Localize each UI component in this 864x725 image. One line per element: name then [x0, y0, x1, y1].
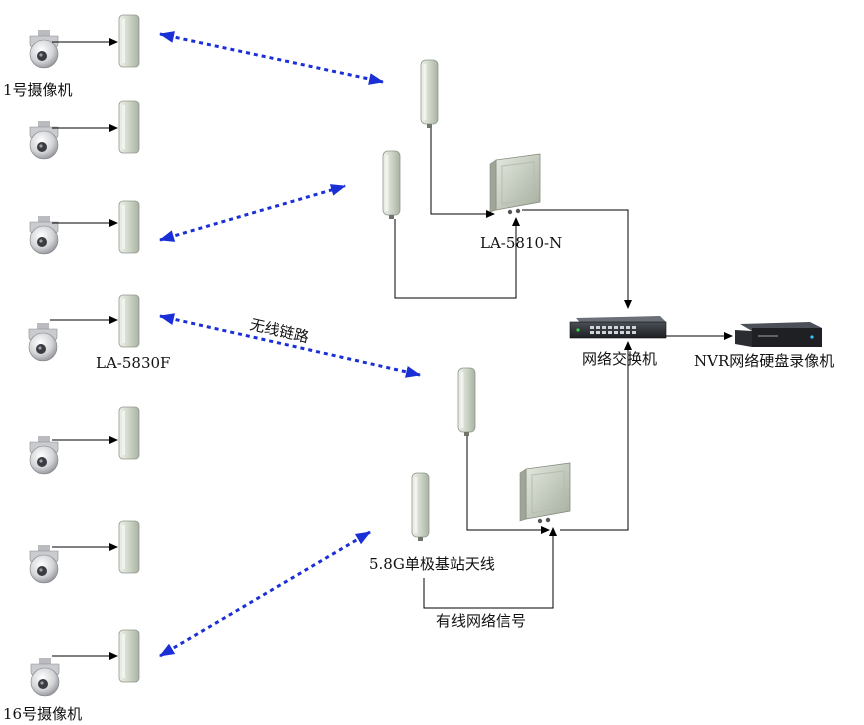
wireless-link-arrow — [159, 31, 384, 85]
antenna-cable — [423, 527, 557, 609]
cpe-panel-icon — [118, 294, 140, 348]
antenna-cable — [430, 128, 495, 218]
camera-row-3 — [29, 200, 140, 255]
switch-label: 网络交换机 — [582, 350, 657, 368]
lower-base-station — [411, 341, 632, 609]
camera-icon — [29, 435, 59, 475]
base-station-radio-icon — [489, 153, 541, 215]
camera-row-6 — [29, 520, 140, 584]
camera-row-4 — [28, 294, 140, 362]
camera-icon — [29, 215, 59, 255]
camera-icon — [29, 544, 59, 584]
nvr-label: NVR网络硬盘录像机 — [694, 352, 834, 370]
camera-row-1 — [29, 14, 140, 69]
uplink-cable — [522, 209, 632, 309]
antenna-cable — [394, 217, 520, 299]
camera-label-last: 16号摄像机 — [3, 705, 82, 723]
wireless-link-arrow — [159, 184, 346, 242]
base-model-label: LA-5810-N — [480, 234, 562, 252]
cpe-panel-icon — [118, 629, 140, 683]
nvr-recorder — [735, 322, 822, 347]
base-station-radio-icon — [519, 462, 571, 524]
sector-antenna-icon — [382, 150, 401, 220]
wired-signal-label: 有线网络信号 — [436, 612, 526, 630]
camera-icon — [29, 29, 59, 69]
wireless-link-arrow — [159, 530, 371, 658]
camera-icon — [29, 120, 59, 160]
camera-label-first: 1号摄像机 — [3, 81, 73, 99]
sector-antenna-icon — [420, 59, 439, 129]
camera-icon — [28, 322, 58, 362]
cpe-panel-icon — [118, 100, 140, 154]
sector-antenna-icon — [457, 367, 476, 437]
upper-base-station — [382, 59, 632, 309]
sector-antenna-label: 5.8G单极基站天线 — [369, 555, 495, 573]
camera-row-5 — [29, 406, 140, 475]
camera-row-7 — [30, 629, 140, 697]
cpe-panel-icon — [118, 200, 140, 254]
sector-antenna-icon — [411, 472, 430, 542]
cpe-panel-icon — [118, 14, 140, 68]
uplink-cable — [560, 341, 632, 531]
cpe-panel-icon — [118, 520, 140, 574]
wireless-links — [159, 31, 421, 658]
camera-icon — [30, 657, 60, 697]
cpe-model-label: LA-5830F — [96, 354, 170, 372]
network-switch — [569, 316, 667, 339]
cpe-panel-icon — [118, 406, 140, 460]
antenna-cable — [466, 436, 550, 534]
camera-row-2 — [29, 100, 140, 160]
